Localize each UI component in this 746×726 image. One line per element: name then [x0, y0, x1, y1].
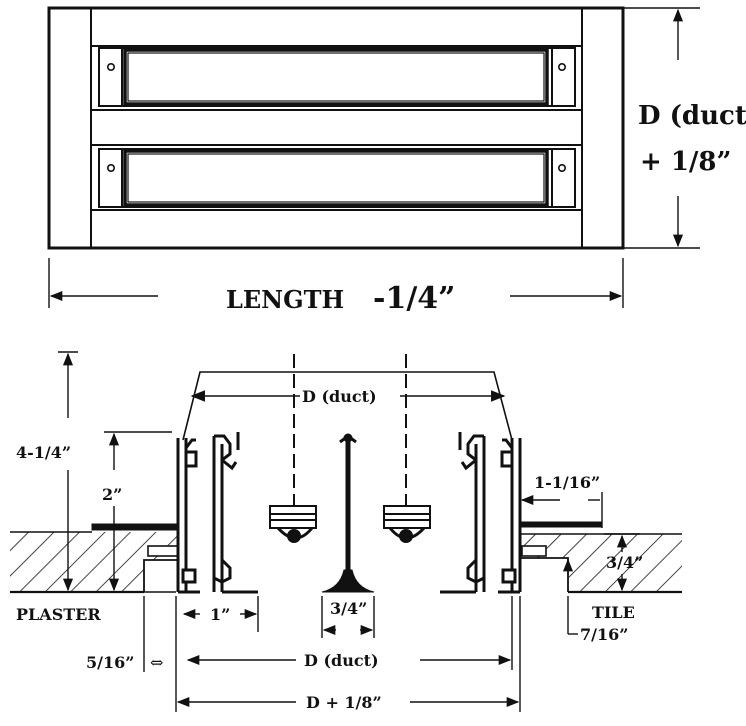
length-label-word: LENGTH [226, 285, 344, 314]
center-bar-label: 3/4” [330, 599, 367, 618]
plaster-label: PLASTER [16, 605, 101, 624]
double-arrow-icon: ⇔ [150, 653, 163, 672]
plaster-gap-label: 5/16” [86, 653, 134, 672]
duct-bottom-label: D (duct) [304, 651, 379, 670]
screw-icon [557, 62, 566, 71]
right-frame-extrusion [498, 438, 522, 594]
grille-front-view [47, 6, 700, 308]
left-blade [212, 432, 258, 594]
duct-bottom-dimension [186, 596, 513, 670]
duct-top-label: D (duct) [302, 387, 377, 406]
plaster-flange [91, 523, 179, 531]
blade-spacing-label: 1” [210, 605, 230, 624]
overall-height-label: 4-1/4” [16, 443, 71, 462]
screw-icon [107, 62, 116, 71]
right-projection-dimension [520, 492, 603, 528]
overall-width-label: D + 1/8” [306, 693, 382, 712]
center-bar [321, 433, 375, 593]
right-projection-label: 1-1/16” [534, 473, 600, 492]
height-dimension [624, 7, 700, 249]
center-bar-dimension [321, 596, 375, 638]
left-damper [269, 354, 317, 543]
screw-icon [107, 164, 116, 173]
blade-spacing-dimension [182, 596, 259, 632]
grille-upper-slot [98, 47, 576, 107]
tile-thickness-dimension [604, 533, 640, 592]
flange-depth-label: 2” [102, 485, 122, 504]
tile-offset-dimension [562, 558, 578, 635]
flange-depth-dimension [104, 431, 172, 592]
tile-offset-label: 7/16” [580, 625, 628, 644]
grille-outer-frame [47, 6, 625, 250]
length-label-value: -1/4” [373, 281, 455, 316]
screw-icon [557, 164, 566, 173]
grille-lower-slot [98, 148, 576, 208]
length-dimension [48, 258, 624, 308]
duct-top-dimension [182, 371, 513, 441]
overall-height-dimension [12, 351, 176, 593]
height-label-line1: D (duct) [638, 101, 746, 131]
right-damper [383, 354, 431, 543]
plaster-gap-dimension [143, 596, 177, 712]
grille-section-view [10, 351, 682, 712]
right-blade [440, 432, 486, 594]
left-frame-extrusion [176, 438, 200, 594]
tile-label: TILE [592, 603, 635, 622]
tile-flange [519, 521, 603, 528]
overall-width-dimension [176, 596, 521, 712]
height-label-line2: + 1/8” [640, 147, 731, 177]
tile-thickness-label: 3/4” [606, 553, 643, 572]
